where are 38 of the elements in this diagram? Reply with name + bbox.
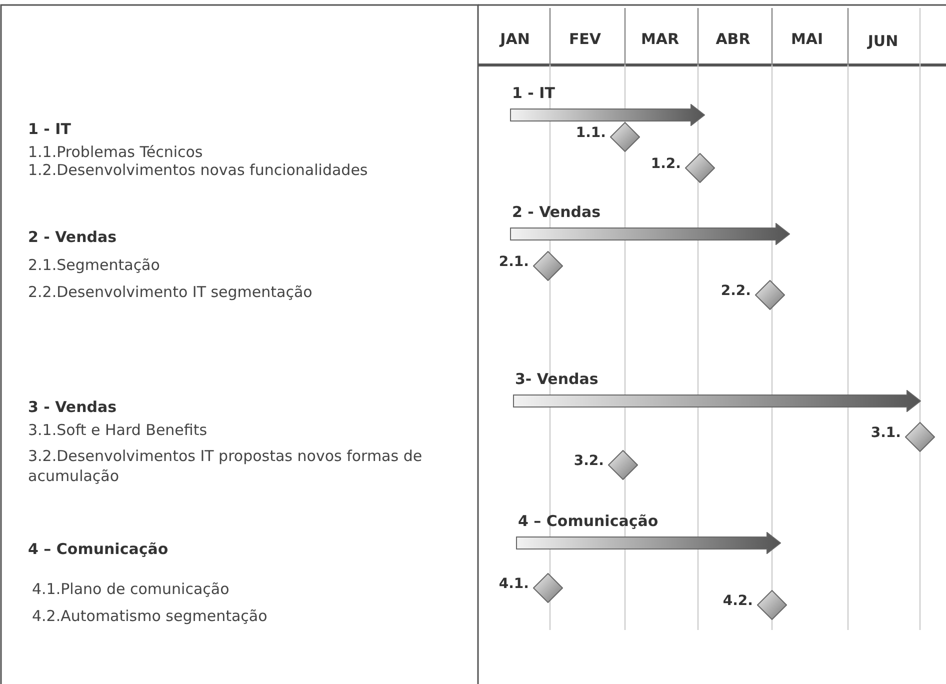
milestone-diamond (755, 280, 785, 310)
milestone-diamond (610, 122, 640, 152)
milestone-label: 4.1. (498, 576, 529, 592)
task-item: 3.2.Desenvolvimentos IT propostas novos formas de acumulação (28, 446, 424, 486)
milestone-label: 3.2. (574, 453, 604, 469)
task-heading: 1 - IT (28, 120, 71, 138)
milestone-label: 4.2. (722, 593, 753, 609)
milestone-diamond (533, 573, 563, 603)
month-header: MAI (790, 30, 824, 48)
task-item: 4.1.Plano de comunicação (32, 580, 230, 598)
milestone-label: 3.1. (870, 425, 901, 441)
milestone-diamond (905, 422, 935, 452)
month-header: ABR (714, 30, 752, 48)
month-header: JAN (498, 30, 531, 48)
bar-label: 1 - IT (512, 84, 555, 102)
milestone-label: 1.1. (576, 125, 606, 141)
milestone-diamond (608, 450, 638, 480)
task-heading: 4 – Comunicação (28, 540, 168, 558)
task-item: 4.2.Automatismo segmentação (32, 607, 268, 625)
task-item: 1.2.Desenvolvimentos novas funcionalidades (28, 161, 368, 179)
task-item: 3.1.Soft e Hard Benefits (28, 421, 208, 439)
month-header: FEV (568, 30, 602, 48)
task-item: 1.1.Problemas Técnicos (28, 143, 203, 161)
task-item: 2.1.Segmentação (28, 256, 160, 274)
milestone-diamond (533, 251, 563, 281)
month-header: MAR (640, 30, 680, 48)
task-heading: 3 - Vendas (28, 398, 117, 416)
task-item: 2.2.Desenvolvimento IT segmentação (28, 283, 312, 301)
bar-label: 2 - Vendas (512, 203, 601, 221)
milestone-label: 2.1. (498, 254, 529, 270)
milestone-label: 2.2. (720, 283, 751, 299)
milestone-label: 1.2. (650, 156, 681, 172)
milestone-diamond (757, 590, 787, 620)
task-heading: 2 - Vendas (28, 228, 117, 246)
bar-label: 4 – Comunicação (518, 512, 658, 530)
month-header: JUN (866, 32, 900, 50)
milestone-diamond (685, 153, 715, 183)
bar-label: 3- Vendas (515, 370, 598, 388)
